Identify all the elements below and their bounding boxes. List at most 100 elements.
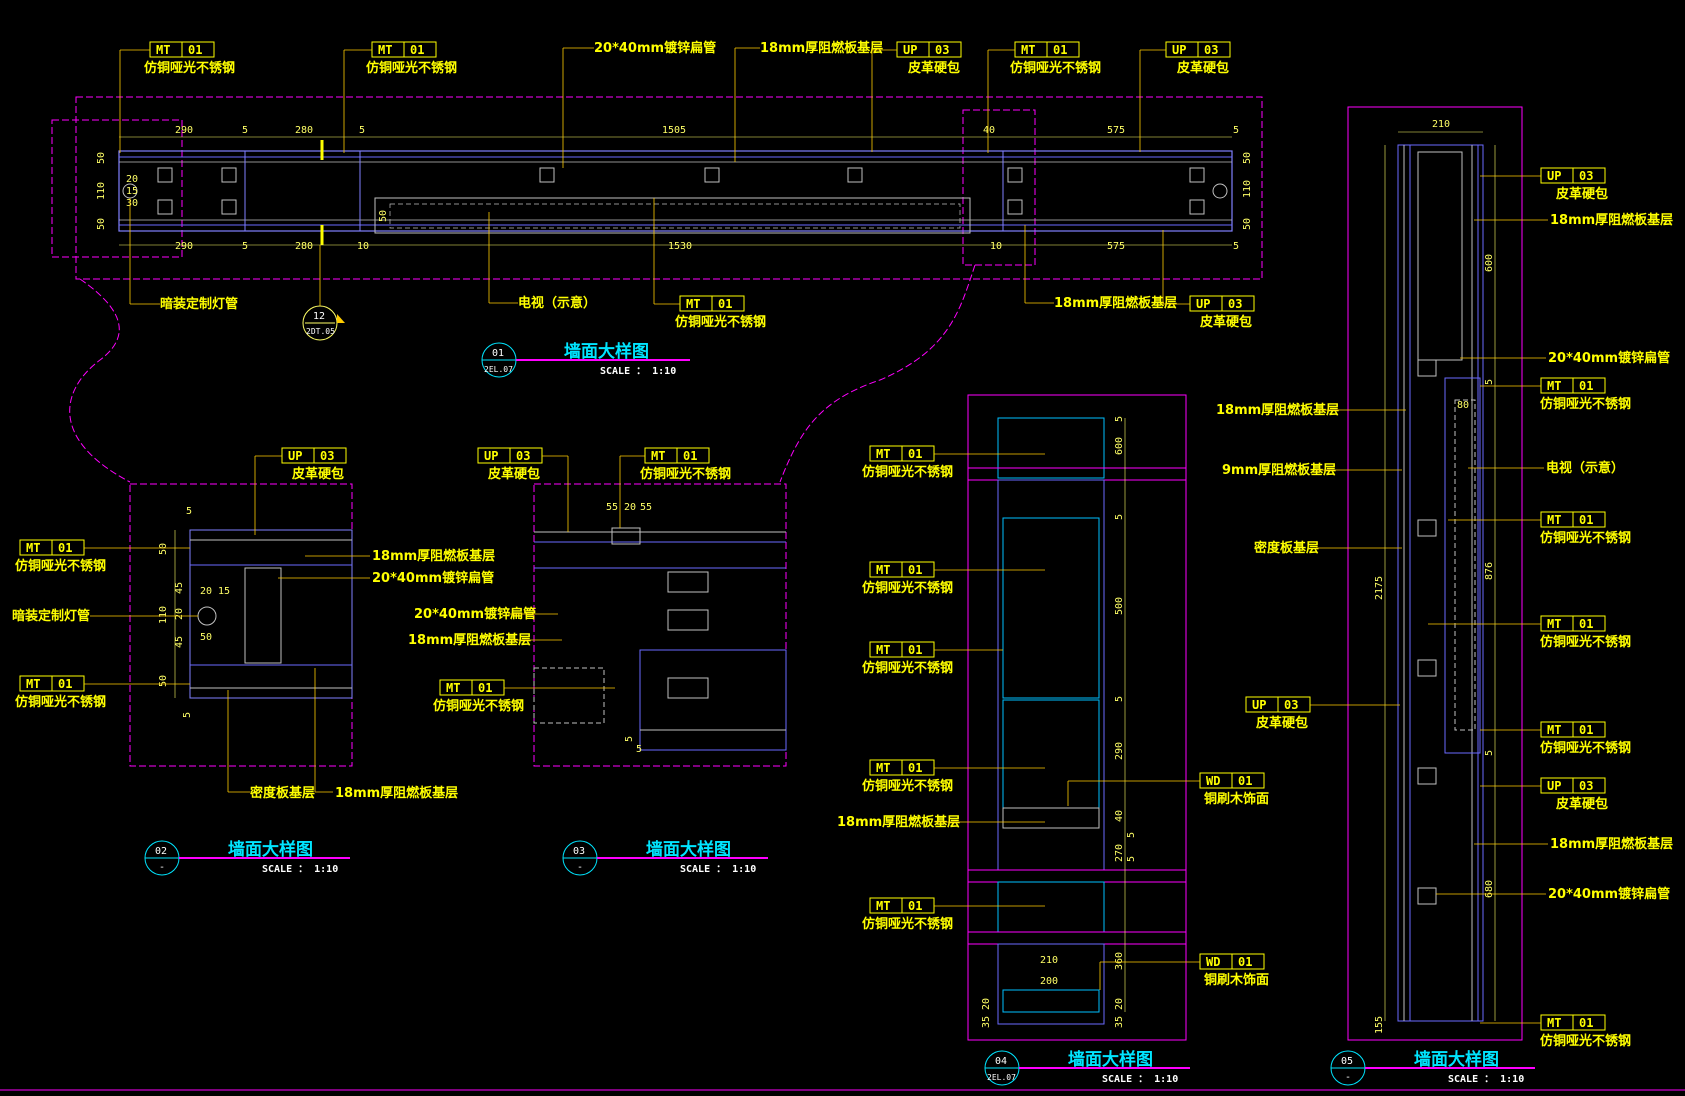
callout-mt01: MT 01 仿铜哑光不锈钢	[1448, 511, 1631, 546]
d3-dim: 5	[624, 736, 635, 742]
tag-box	[1572, 615, 1606, 632]
tag-code: MT	[156, 43, 170, 57]
tag-code: WD	[1206, 955, 1220, 969]
callout-board18: 18mm厚阻燃板基层	[1474, 212, 1673, 228]
callout-up03: UP 03 皮革硬包	[1480, 167, 1608, 202]
d1-dim: 5	[1233, 125, 1239, 136]
tag-num: 01	[58, 541, 72, 555]
callout-up03: UP 03 皮革硬包	[1139, 41, 1231, 152]
tag-code: MT	[651, 449, 665, 463]
tag-num: 03	[1228, 297, 1242, 311]
d4-dim: 210	[1040, 955, 1058, 966]
callout-note: 18mm厚阻燃板基层	[760, 40, 883, 56]
d1-dim: 575	[1107, 241, 1125, 252]
tag-code: MT	[446, 681, 460, 695]
tag-code: UP	[1196, 297, 1210, 311]
d1-dim: 5	[242, 241, 248, 252]
tag-code: UP	[288, 449, 302, 463]
d4-dim: 290	[1114, 742, 1125, 760]
tv	[1454, 399, 1476, 731]
callout-note: 皮革硬包	[291, 466, 344, 482]
tag-num: 01	[1579, 513, 1593, 527]
callout-board18: 18mm厚阻燃板基层	[314, 668, 458, 801]
tag-num: 01	[908, 899, 922, 913]
tag-num: 01	[478, 681, 492, 695]
d2-dim: 50	[158, 543, 169, 555]
tag-box	[1046, 41, 1080, 58]
title-bubble-ref: -	[159, 862, 165, 873]
d3-dim: 55	[640, 502, 652, 513]
title-bubble-ref: 2EL.07	[987, 1073, 1016, 1082]
callout-pipe: 20*40mm镀锌扁管	[1436, 886, 1670, 902]
callout-note: 仿铜哑光不锈钢	[433, 698, 524, 714]
tag-code: MT	[1547, 617, 1561, 631]
callout-mt01: MT 01 仿铜哑光不锈钢	[343, 41, 457, 153]
callout-up03: UP 03 皮革硬包	[1480, 777, 1608, 812]
tag-box	[1572, 1014, 1606, 1031]
d2-dim: 5	[182, 712, 193, 718]
tag-box	[471, 679, 505, 696]
d5-dim: 155	[1374, 1016, 1385, 1034]
callout-note: 仿铜哑光不锈钢	[862, 660, 953, 676]
tag-code: UP	[1547, 169, 1561, 183]
callout-note: 20*40mm镀锌扁管	[1548, 350, 1670, 366]
tag-num: 03	[935, 43, 949, 57]
tag-box	[901, 561, 935, 578]
panel	[1002, 517, 1100, 699]
tag-num: 01	[908, 447, 922, 461]
detail-02-title: 02 - 墙面大样图 SCALE ： 1:10	[144, 839, 350, 876]
callout-note: 20*40mm镀锌扁管	[594, 40, 716, 56]
title-bubble-ref: -	[1345, 1072, 1351, 1083]
d5-dim: 600	[1484, 254, 1495, 272]
callout-wd01: WD 01 铜刷木饰面	[1099, 953, 1269, 990]
stud	[244, 567, 282, 664]
callout-note: 18mm厚阻燃板基层	[372, 548, 495, 564]
callout-mdf: 密度板基层	[227, 690, 315, 801]
tag-box	[901, 759, 935, 776]
stud	[221, 167, 237, 183]
tag-box	[181, 41, 215, 58]
tag-num: 01	[1238, 774, 1252, 788]
callout-mt01: MT 01 仿铜哑光不锈钢	[1428, 615, 1631, 650]
callout-mt01: MT 01 仿铜哑光不锈钢	[1480, 1014, 1631, 1049]
callout-note: 仿铜哑光不锈钢	[1540, 634, 1631, 650]
callout-note: 仿铜哑光不锈钢	[640, 466, 731, 482]
callout-note: 铜刷木饰面	[1203, 972, 1269, 988]
d4-dim: 500	[1114, 597, 1125, 615]
callout-tv: 电视（示意）	[488, 212, 596, 311]
d5-dim: 680	[1484, 880, 1495, 898]
d2-dim: 20	[200, 586, 212, 597]
tag-num: 01	[908, 563, 922, 577]
callout-note: 仿铜哑光不锈钢	[144, 60, 235, 76]
tag-num: 01	[908, 643, 922, 657]
tag-num: 03	[1284, 698, 1298, 712]
section-number: 12	[313, 311, 325, 322]
d1-dim: 50	[1242, 218, 1253, 230]
tag-num: 01	[1238, 955, 1252, 969]
callout-board18: 18mm厚阻燃板基层	[1216, 402, 1406, 418]
callout-note: 18mm厚阻燃板基层	[837, 814, 960, 830]
stud	[1417, 767, 1437, 785]
tag-box	[1231, 953, 1265, 970]
callout-tv: 电视（示意）	[1468, 460, 1624, 476]
tag-num: 01	[410, 43, 424, 57]
d4-dim: 5	[1126, 856, 1137, 862]
tag-code: WD	[1206, 774, 1220, 788]
stud	[157, 199, 173, 215]
tag-box	[403, 41, 437, 58]
detail-scale: SCALE ： 1:10	[262, 864, 338, 875]
title-bubble-num: 01	[492, 348, 504, 359]
d2-dim: 20	[174, 608, 185, 620]
plinth	[1002, 989, 1100, 1013]
callout-mt01: MT 01 仿铜哑光不锈钢	[619, 447, 731, 528]
callout-light: 暗装定制灯管	[129, 198, 238, 312]
tag-num: 01	[1579, 723, 1593, 737]
tag-code: MT	[378, 43, 392, 57]
tag-box	[1231, 772, 1265, 789]
d1-dim: 50	[1242, 152, 1253, 164]
d4-dim: 5	[1114, 514, 1125, 520]
tag-num: 03	[320, 449, 334, 463]
detail-title: 墙面大样图	[1068, 1049, 1153, 1070]
detail-03: 55 20 55 5 5 UP 03 皮革硬包 MT 01 仿铜哑光不锈钢 20…	[408, 447, 787, 876]
